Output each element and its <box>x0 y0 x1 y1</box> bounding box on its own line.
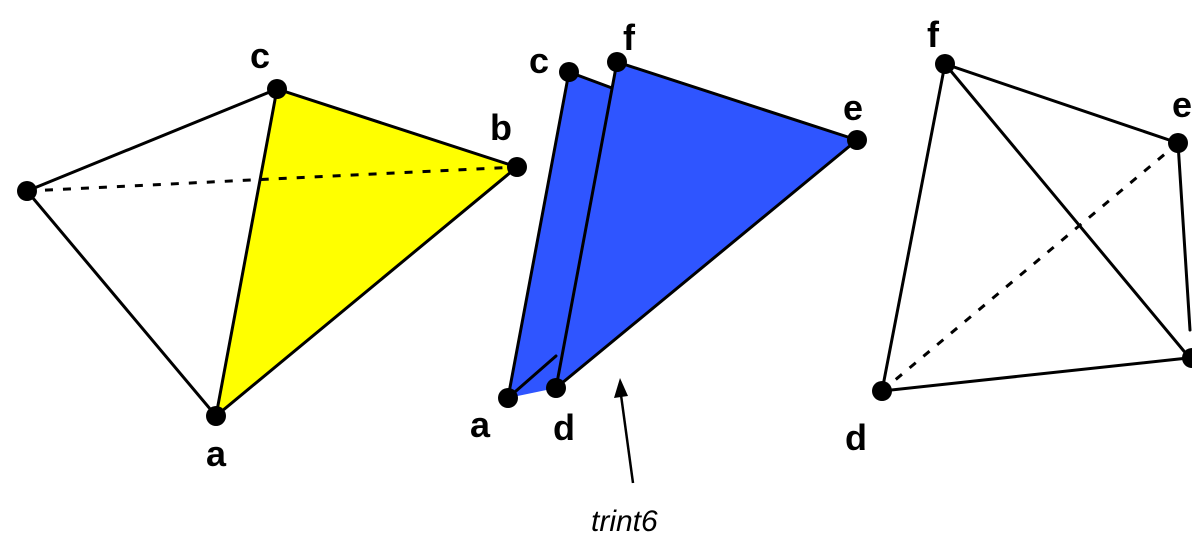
right-label-d: d <box>845 417 867 458</box>
left-vertex-a <box>206 406 226 426</box>
vertex-c <box>559 62 579 82</box>
left-tetrahedron: c b a <box>17 35 527 474</box>
mid-label-c: c <box>529 40 549 81</box>
right-hidden-edge <box>881 141 1179 393</box>
vertex-a <box>498 388 518 408</box>
caption-arrow-line <box>619 394 635 484</box>
vertex-f <box>607 52 627 72</box>
left-highlighted-face <box>216 89 517 416</box>
left-vertex-b <box>507 157 527 177</box>
mid-label-d: d <box>553 407 575 448</box>
face-ace-edge-bottom <box>506 354 558 400</box>
mid-label-f: f <box>623 17 636 58</box>
right-vertex-d <box>872 381 892 401</box>
mid-label-e: e <box>843 87 863 128</box>
left-label-b: b <box>490 107 512 148</box>
face-dfe <box>556 62 857 388</box>
right-label-e: e <box>1172 84 1192 125</box>
right-vertex-e <box>1168 133 1188 153</box>
left-vertex-c <box>267 79 287 99</box>
left-label-a: a <box>206 433 227 474</box>
right-label-f: f <box>927 14 940 55</box>
right-vertex-f <box>935 54 955 74</box>
caption-arrow-head <box>614 378 628 398</box>
vertex-e <box>847 130 867 150</box>
vertex-d <box>546 378 566 398</box>
right-outline <box>880 62 1192 393</box>
mid-label-a: a <box>470 404 491 445</box>
right-tetrahedron: f e d <box>845 14 1192 458</box>
left-vertex-left <box>17 181 37 201</box>
right-vertex-hidden <box>1182 348 1192 368</box>
face-ace <box>508 72 612 398</box>
middle-faces: c f e a d trint6 <box>470 17 867 538</box>
left-label-c: c <box>250 35 270 76</box>
caption-trint6: trint6 <box>591 505 658 538</box>
